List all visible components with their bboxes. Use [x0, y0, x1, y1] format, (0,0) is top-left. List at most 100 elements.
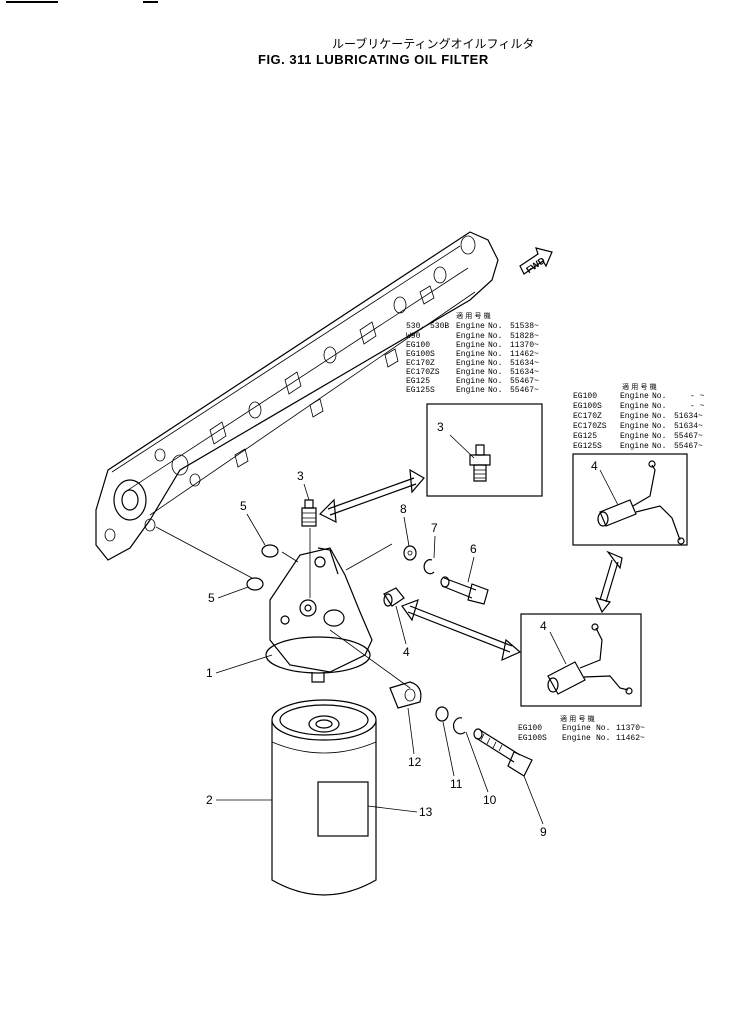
table-cell: No. — [488, 386, 502, 395]
filter-cartridge-part-2 — [271, 699, 377, 896]
table-cell: Engine — [456, 322, 485, 331]
lock-washer-part-7 — [423, 559, 435, 575]
table-cell: 51634~ — [674, 422, 703, 431]
table-cell: Engine — [456, 359, 485, 368]
table-cell: No. — [652, 442, 666, 451]
table-cell: Engine — [456, 386, 485, 395]
callout-6: 6 — [470, 542, 477, 556]
table-cell: EC170ZS — [406, 368, 440, 377]
table-cell: EC170ZS — [573, 422, 607, 431]
reference-arrow-to-lower-box — [401, 599, 522, 662]
table-cell: No. — [652, 402, 666, 411]
o-ring-part-5-lower — [246, 577, 264, 591]
washer-part-8 — [403, 545, 417, 561]
leader-line — [345, 543, 393, 571]
table-cell: 11462~ — [510, 350, 539, 359]
callout-13: 13 — [419, 805, 433, 819]
callouts: 1 2 3 3 4 4 4 5 5 6 7 8 9 10 11 12 13 — [206, 420, 598, 839]
table-cell: - ~ — [690, 402, 705, 411]
table-cell: 55467~ — [674, 432, 703, 441]
table-cell: 55467~ — [674, 442, 703, 451]
washer-hole — [407, 550, 413, 556]
title-japanese: ルーブリケーティングオイルフィルタ — [332, 36, 534, 51]
callout-10: 10 — [483, 793, 497, 807]
table-cell: EG100S — [573, 402, 602, 411]
detail-box-part-4-lower — [520, 613, 642, 707]
forward-direction-arrow: FWD — [519, 247, 553, 275]
callout-3-head: 3 — [297, 469, 304, 483]
o-ring-part-5-upper — [261, 544, 279, 558]
table-cell: EG100 — [518, 724, 542, 733]
table-cell: Engine — [620, 442, 649, 451]
leader-line — [281, 551, 299, 563]
table-cell: EG125 — [406, 377, 430, 386]
callout-8: 8 — [400, 502, 407, 516]
table-cell: Engine — [456, 368, 485, 377]
callout-5-lower: 5 — [208, 591, 215, 605]
table-cell: Engine — [456, 350, 485, 359]
table-cell: Engine — [562, 724, 591, 733]
bolt-part-9 — [473, 728, 533, 777]
table-cell: No. — [596, 724, 610, 733]
table-cell: No. — [488, 322, 502, 331]
table-bottom-header: 適 用 号 機 — [560, 714, 595, 723]
table-cell: EG100S — [518, 734, 547, 743]
table-cell: EG100 — [406, 341, 430, 350]
callout-3-detail: 3 — [437, 420, 444, 434]
table-cell: EG100S — [406, 350, 435, 359]
table-cell: 51538~ — [510, 322, 539, 331]
table-right-header: 適 用 号 機 — [622, 382, 657, 391]
callout-12: 12 — [408, 755, 422, 769]
table-cell: No. — [652, 392, 666, 401]
table-cell: 11370~ — [510, 341, 539, 350]
table-main-header: 適 用 号 機 — [456, 311, 491, 320]
table-cell: EC170Z — [573, 412, 602, 421]
callout-4-lower: 4 — [540, 619, 547, 633]
table-cell: Engine — [620, 392, 649, 401]
table-cell: Engine — [620, 432, 649, 441]
callout-4-plug: 4 — [403, 645, 410, 659]
table-cell: No. — [488, 341, 502, 350]
table-cell: No. — [488, 359, 502, 368]
washer-part-11 — [435, 706, 449, 722]
table-cell: Engine — [456, 332, 485, 341]
table-cell: Engine — [620, 422, 649, 431]
reference-arrow-to-part-3-box — [318, 468, 425, 524]
detail-box-part-3 — [426, 403, 543, 497]
table-cell: EG125S — [406, 386, 435, 395]
fitting-part-3 — [301, 499, 317, 527]
table-cell: No. — [652, 422, 666, 431]
table-cell: No. — [652, 412, 666, 421]
table-cell: No. — [488, 377, 502, 386]
table-cell: 11462~ — [616, 734, 645, 743]
table-cell: W90 — [406, 332, 421, 341]
callout-1: 1 — [206, 666, 213, 680]
callout-7: 7 — [431, 521, 438, 535]
applicability-table-bottom: 適 用 号 機 EG100 Engine No. 11370~ EG100S E… — [518, 714, 645, 743]
detail-box-part-4-upper — [572, 453, 688, 546]
table-cell: 51634~ — [674, 412, 703, 421]
table-cell: 51828~ — [510, 332, 539, 341]
table-cell: No. — [488, 350, 502, 359]
table-cell: Engine — [620, 402, 649, 411]
table-cell: Engine — [620, 412, 649, 421]
reference-arrow-between-boxes — [594, 550, 623, 614]
leader-line — [155, 526, 253, 579]
table-cell: No. — [596, 734, 610, 743]
plug-part-4 — [383, 587, 405, 607]
table-cell: 55467~ — [510, 386, 539, 395]
table-cell: - ~ — [690, 392, 705, 401]
callout-2: 2 — [206, 793, 213, 807]
filter-head-part-1 — [265, 528, 373, 683]
table-cell: 51634~ — [510, 359, 539, 368]
table-cell: 55467~ — [510, 377, 539, 386]
table-cell: 11370~ — [616, 724, 645, 733]
applicability-table-right: 適 用 号 機 EG100 Engine No. - ~ EG100S Engi… — [573, 382, 705, 451]
filter-label-part-13 — [317, 781, 369, 837]
table-cell: 530, 530B — [406, 322, 449, 331]
figure-title: FIG. 311 LUBRICATING OIL FILTER — [258, 52, 489, 67]
callout-4-upper: 4 — [591, 459, 598, 473]
table-cell: Engine — [456, 377, 485, 386]
table-cell: EG100 — [573, 392, 597, 401]
